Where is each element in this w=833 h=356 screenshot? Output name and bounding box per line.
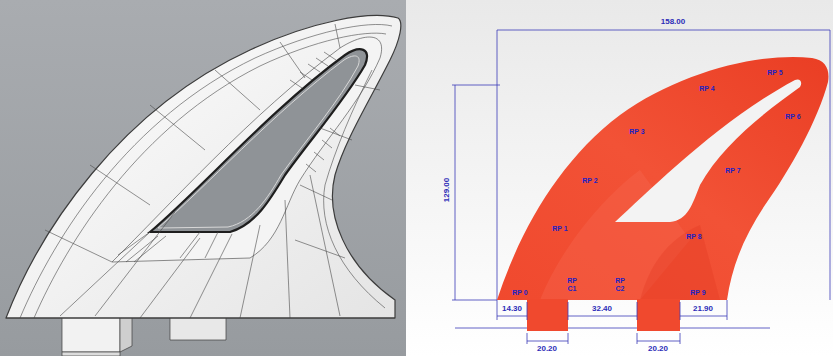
reference-point-label: RP 7 [725,167,740,174]
dimension-lines [497,300,727,344]
reference-point-label: RP 8 [686,233,701,240]
reference-point-label: RP 1 [552,225,567,232]
dimension-value: 20.20 [537,345,557,353]
dimension-value: 21.90 [693,305,713,313]
reference-point-label: RP C1 [565,277,579,293]
reference-point-label: RP 2 [582,177,597,184]
render-viewport [0,0,406,356]
dimension-value: 14.30 [502,305,522,313]
reference-point-label: RP C2 [613,277,627,293]
dimension-value: 20.20 [648,345,668,353]
reference-point-label: RP 5 [767,69,782,76]
drawing-sheet [406,0,833,356]
reference-point-label: RP 0 [512,289,527,296]
reference-point-label: RP 9 [690,289,705,296]
fin-render [6,16,401,356]
dimension-value: 129.00 [443,178,451,202]
reference-point-label: RP 4 [699,85,714,92]
fin-profile [497,57,828,331]
dimension-value: 32.40 [592,305,612,313]
reference-point-label: RP 6 [785,113,800,120]
dimension-value: 158.00 [661,18,685,26]
dimension-lines [452,30,830,328]
reference-point-label: RP 3 [629,128,644,135]
